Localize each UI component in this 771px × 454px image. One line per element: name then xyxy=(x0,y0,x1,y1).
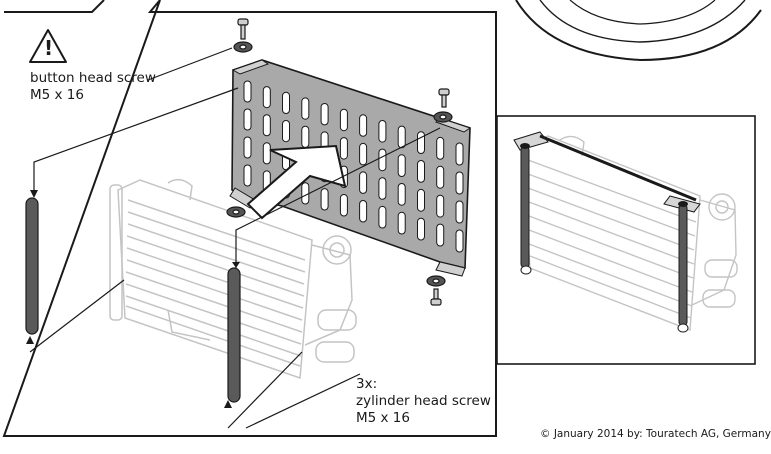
copyright-footer: © January 2014 by: Touratech AG, Germany xyxy=(540,428,771,440)
top-right-screw xyxy=(433,88,453,123)
bottom-right-screw xyxy=(426,275,446,306)
grille-slot xyxy=(282,91,290,115)
detail-rod-left xyxy=(520,143,532,275)
grille-slot xyxy=(301,182,310,205)
detail-rod-right xyxy=(677,201,689,333)
grille-slot xyxy=(262,142,271,165)
grille-slot xyxy=(243,80,252,103)
grille-slot xyxy=(378,120,387,143)
grille-slot xyxy=(243,136,252,159)
arrowheads xyxy=(26,190,240,408)
grille-slot xyxy=(397,154,406,178)
grille-slot xyxy=(243,164,252,187)
cylinder-screw-label: 3x: zylinder head screw M5 x 16 xyxy=(356,376,491,427)
grille-slot xyxy=(243,108,252,131)
cylinder-rod-middle xyxy=(227,267,241,403)
cylinder-screw-count: 3x: xyxy=(356,376,378,392)
grille-slot xyxy=(320,188,329,211)
grille-slot xyxy=(301,125,310,148)
mid-left-screw xyxy=(226,206,246,218)
wheel-drawing xyxy=(515,0,762,62)
grille-slot xyxy=(436,223,445,247)
grille-slot xyxy=(455,200,464,224)
grille-slot xyxy=(339,194,348,217)
grille-slot xyxy=(455,171,464,195)
grille-slot xyxy=(359,114,368,137)
grille-slot xyxy=(455,142,464,166)
grille-slot xyxy=(359,171,368,194)
grille-slot xyxy=(282,120,290,143)
grille-slot xyxy=(359,200,368,223)
direction-arrow xyxy=(246,144,347,220)
cylinder-screw-name: zylinder head screw xyxy=(356,393,491,409)
cylinder-screw-size: M5 x 16 xyxy=(356,410,410,426)
main-frame xyxy=(2,0,497,437)
grille-slot xyxy=(262,86,271,109)
grille-slot xyxy=(436,194,445,218)
grille-slot xyxy=(378,205,387,229)
grille-slot xyxy=(320,103,329,126)
grille-slot xyxy=(455,229,464,253)
grille-slot xyxy=(339,108,348,132)
radiator-ghost xyxy=(109,178,357,380)
button-screw-size: M5 x 16 xyxy=(30,87,84,103)
grille-slot xyxy=(417,188,425,212)
grille-bracket xyxy=(229,59,472,277)
grille-slot xyxy=(378,148,387,172)
grille-slot xyxy=(262,114,271,137)
grille-slot xyxy=(417,160,425,183)
top-left-screw xyxy=(233,18,253,53)
grille-slot xyxy=(436,136,445,160)
grille-slot xyxy=(417,131,425,154)
leader-lines xyxy=(29,47,441,429)
grille-slot xyxy=(397,125,406,149)
grille-slot xyxy=(301,97,310,120)
grille-slot xyxy=(417,217,425,241)
grille-slot xyxy=(378,177,387,200)
grille-slot xyxy=(397,183,406,206)
button-screw-label: button head screw M5 x 16 xyxy=(30,70,156,104)
button-screw-name: button head screw xyxy=(30,70,156,86)
warning-exclamation: ! xyxy=(44,36,54,60)
grille-slot xyxy=(339,137,348,160)
grille-slot xyxy=(436,165,445,189)
grille-slot xyxy=(397,211,406,235)
warning-triangle-icon xyxy=(29,29,67,63)
cylinder-rod-left xyxy=(25,197,39,335)
grille-slot xyxy=(359,142,368,166)
